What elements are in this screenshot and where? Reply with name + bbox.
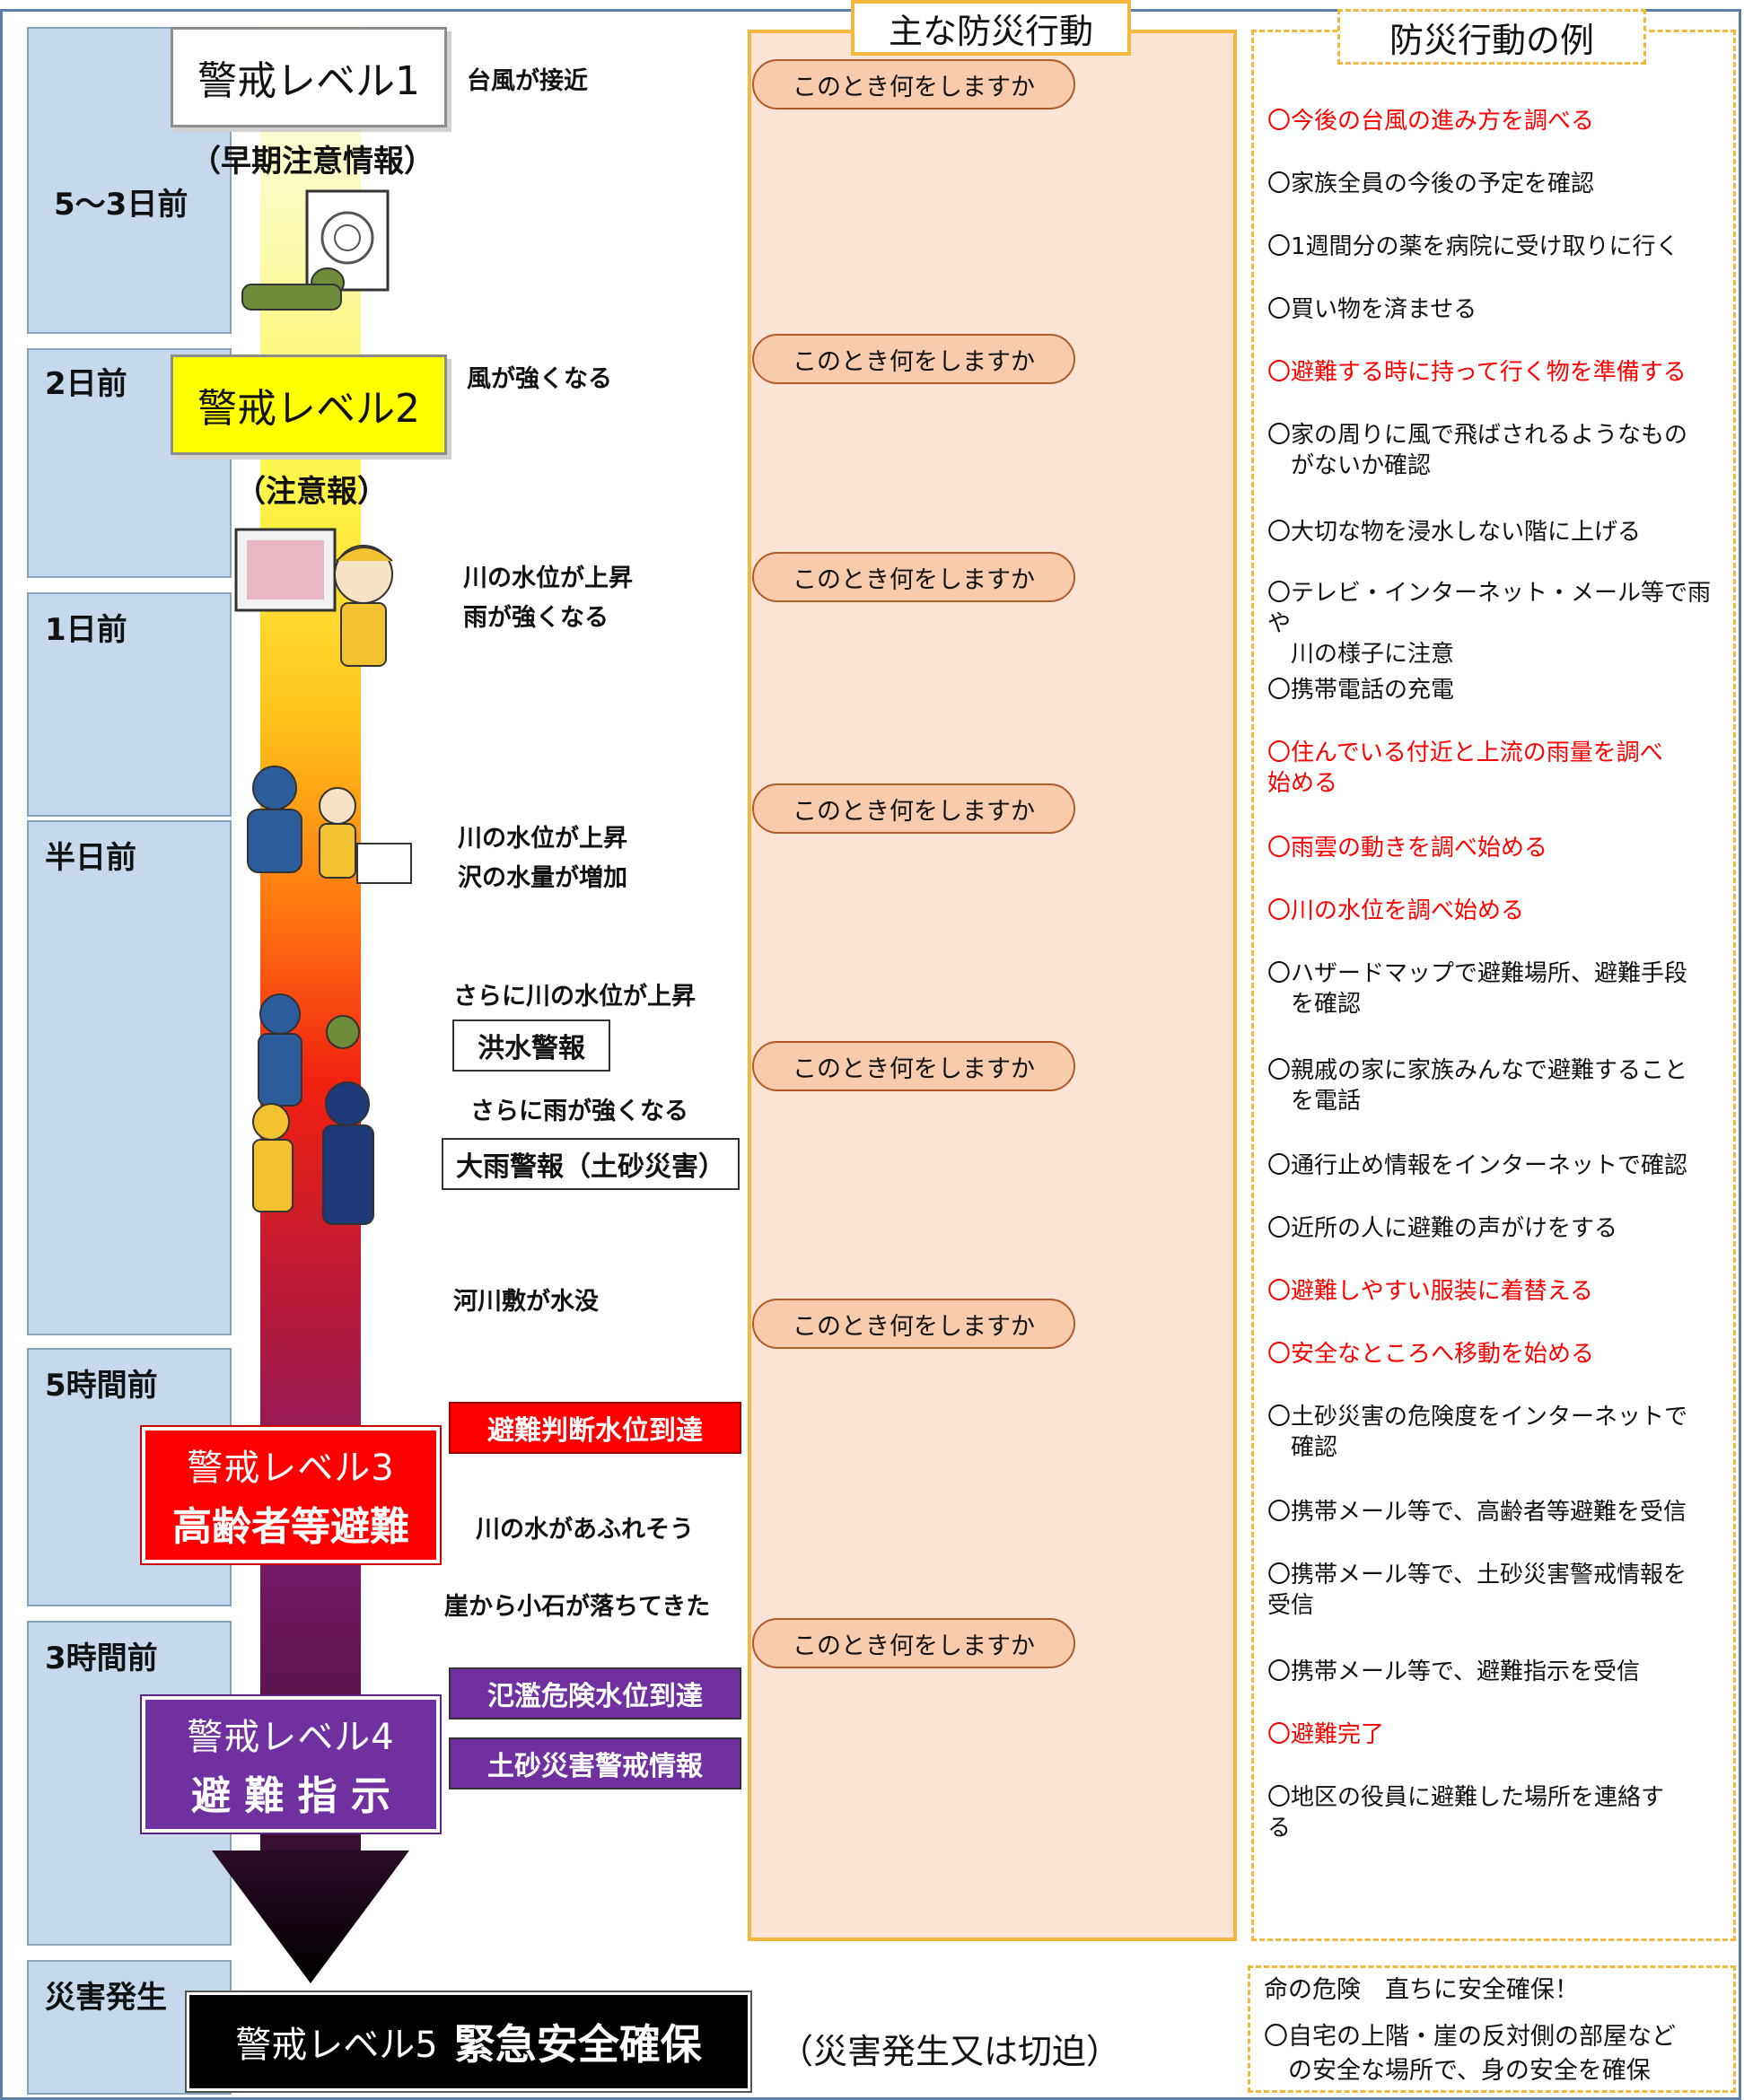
flood-danger-level-box: 氾濫危険水位到達 <box>449 1667 741 1719</box>
alert-level-3-box: 警戒レベル3 高齢者等避難 <box>140 1425 442 1565</box>
alert-level-1-label: 警戒レベル1 <box>197 58 420 104</box>
alert-level-4-action: 避 難 指 示 <box>191 1773 390 1819</box>
action-prompt-pill[interactable]: このとき何をしますか <box>752 552 1075 602</box>
example-action-item: 〇土砂災害の危険度をインターネットで 確認 <box>1267 1404 1688 1461</box>
timeline-label: 2日前 <box>45 366 127 402</box>
evacuating-family-icon <box>252 993 374 1225</box>
example-action-item: 〇避難する時に持って行く物を準備する <box>1267 359 1687 386</box>
example-action-item: 〇ハザードマップで避難場所、避難手段 を確認 <box>1267 960 1688 1018</box>
example-action-item: 〇買い物を済ませる <box>1267 296 1477 323</box>
main-actions-header: 主な防災行動 <box>851 0 1131 56</box>
action-prompt-pill[interactable]: このとき何をしますか <box>752 1299 1075 1349</box>
timeline-segment-1day <box>27 592 232 817</box>
example-actions-header: 防災行動の例 <box>1337 9 1646 65</box>
example-action-item: 〇避難しやすい服装に着替える <box>1267 1278 1593 1305</box>
example-action-item: 〇通行止め情報をインターネットで確認 <box>1267 1152 1688 1179</box>
example-action-item: 〇携帯メール等で、避難指示を受信 <box>1267 1658 1640 1685</box>
action-prompt-pill[interactable]: このとき何をしますか <box>752 1618 1075 1668</box>
timeline-label: 3時間前 <box>45 1641 158 1676</box>
alert-level-3-label: 警戒レベル3 <box>187 1448 395 1489</box>
timeline-label: 1日前 <box>45 612 127 648</box>
example-action-item: 〇近所の人に避難の声がけをする <box>1267 1215 1618 1242</box>
event-text: 崖から小石が落ちてきた <box>444 1593 711 1621</box>
event-text: 沢の水量が増加 <box>458 864 627 892</box>
alert-level-2-label: 警戒レベル2 <box>197 386 420 432</box>
example-action-item: 〇大切な物を浸水しない階に上げる <box>1267 519 1642 546</box>
alert-level-3-action: 高齢者等避難 <box>172 1504 409 1550</box>
event-text: 台風が接近 <box>467 67 588 95</box>
alert-level-2-box: 警戒レベル2 <box>171 354 447 455</box>
timeline-label: 5時間前 <box>45 1368 158 1404</box>
example-action-item: 〇安全なところへ移動を始める <box>1267 1341 1595 1368</box>
timeline-segment-halfday <box>27 820 232 1335</box>
example-action-item: 〇家の周りに風で飛ばされるようなもの がないか確認 <box>1267 422 1688 479</box>
alert-level-2-note: （注意報） <box>235 474 388 510</box>
event-text: 川の水位が上昇 <box>458 825 627 853</box>
level-5-action-line: の安全な場所で、身の安全を確保 <box>1264 2057 1651 2085</box>
alert-level-5-label: 警戒レベル5 <box>235 2025 438 2066</box>
event-text: さらに雨が強くなる <box>470 1098 688 1125</box>
person-watching-weather-icon <box>241 189 390 311</box>
timeline-label: 半日前 <box>45 840 136 876</box>
event-text: 川の水があふれそう <box>476 1516 694 1544</box>
heavy-rain-warning-box: 大雨警報（土砂災害） <box>442 1138 740 1190</box>
flood-warning-box: 洪水警報 <box>452 1019 610 1072</box>
action-prompt-pill[interactable]: このとき何をしますか <box>752 1041 1075 1091</box>
example-action-item: 〇雨雲の動きを調べ始める <box>1267 835 1548 862</box>
action-prompt-pill[interactable]: このとき何をしますか <box>752 334 1075 384</box>
level-5-action-box <box>1248 1965 1736 2093</box>
example-action-item: 〇地区の役員に避難した場所を連絡す る <box>1267 1784 1665 1842</box>
example-action-item: 〇携帯メール等で、高齢者等避難を受信 <box>1267 1499 1687 1526</box>
level-5-action-line: 〇自宅の上階・崖の反対側の部屋など <box>1264 2023 1676 2051</box>
landslide-alert-box: 土砂災害警戒情報 <box>449 1737 741 1789</box>
example-action-item: 〇親戚の家に家族みんなで避難すること を電話 <box>1267 1057 1688 1115</box>
example-action-item: 〇1週間分の薬を病院に受け取りに行く <box>1267 233 1679 260</box>
example-action-item: 〇住んでいる付近と上流の雨量を調べ 始める <box>1267 739 1663 797</box>
event-text: 風が強くなる <box>467 365 612 393</box>
evacuation-water-level-box: 避難判断水位到達 <box>449 1402 741 1454</box>
alert-level-5-box: 警戒レベル5 緊急安全確保 <box>185 1991 752 2093</box>
example-action-item: 〇避難完了 <box>1267 1721 1385 1748</box>
event-text: 川の水位が上昇 <box>463 564 633 592</box>
example-action-item: 〇テレビ・インターネット・メール等で雨や 川の様子に注意 <box>1267 580 1712 668</box>
event-text: 河川敷が水没 <box>453 1288 599 1316</box>
event-text: 雨が強くなる <box>463 604 609 632</box>
action-prompt-pill[interactable]: このとき何をしますか <box>752 783 1075 834</box>
timeline-label: 災害発生 <box>45 1980 167 2016</box>
event-text: さらに川の水位が上昇 <box>453 983 696 1011</box>
alert-level-5-note: （災害発生又は切迫） <box>779 2032 1121 2071</box>
alert-level-5-action: 緊急安全確保 <box>453 2020 702 2069</box>
example-action-item: 〇携帯電話の充電 <box>1267 677 1455 704</box>
action-prompt-pill[interactable]: このとき何をしますか <box>752 59 1075 109</box>
level-5-action-line: 命の危険 直ちに安全確保！ <box>1264 1976 1579 2004</box>
example-action-item: 〇家族全員の今後の予定を確認 <box>1267 171 1595 197</box>
example-action-item: 〇携帯メール等で、土砂災害警戒情報を 受信 <box>1267 1562 1687 1619</box>
example-action-item: 〇今後の台風の進み方を調べる <box>1267 108 1595 135</box>
alert-level-1-box: 警戒レベル1 <box>171 27 447 127</box>
alert-level-1-note: （早期注意情報） <box>190 144 434 179</box>
example-action-item: 〇川の水位を調べ始める <box>1267 897 1525 924</box>
family-preparing-icon <box>247 766 412 884</box>
timeline-label: 5～3日前 <box>54 187 188 223</box>
alert-level-4-label: 警戒レベル4 <box>187 1717 395 1758</box>
alert-level-4-box: 警戒レベル4 避 難 指 示 <box>140 1694 442 1834</box>
person-checking-map-icon <box>234 528 393 667</box>
